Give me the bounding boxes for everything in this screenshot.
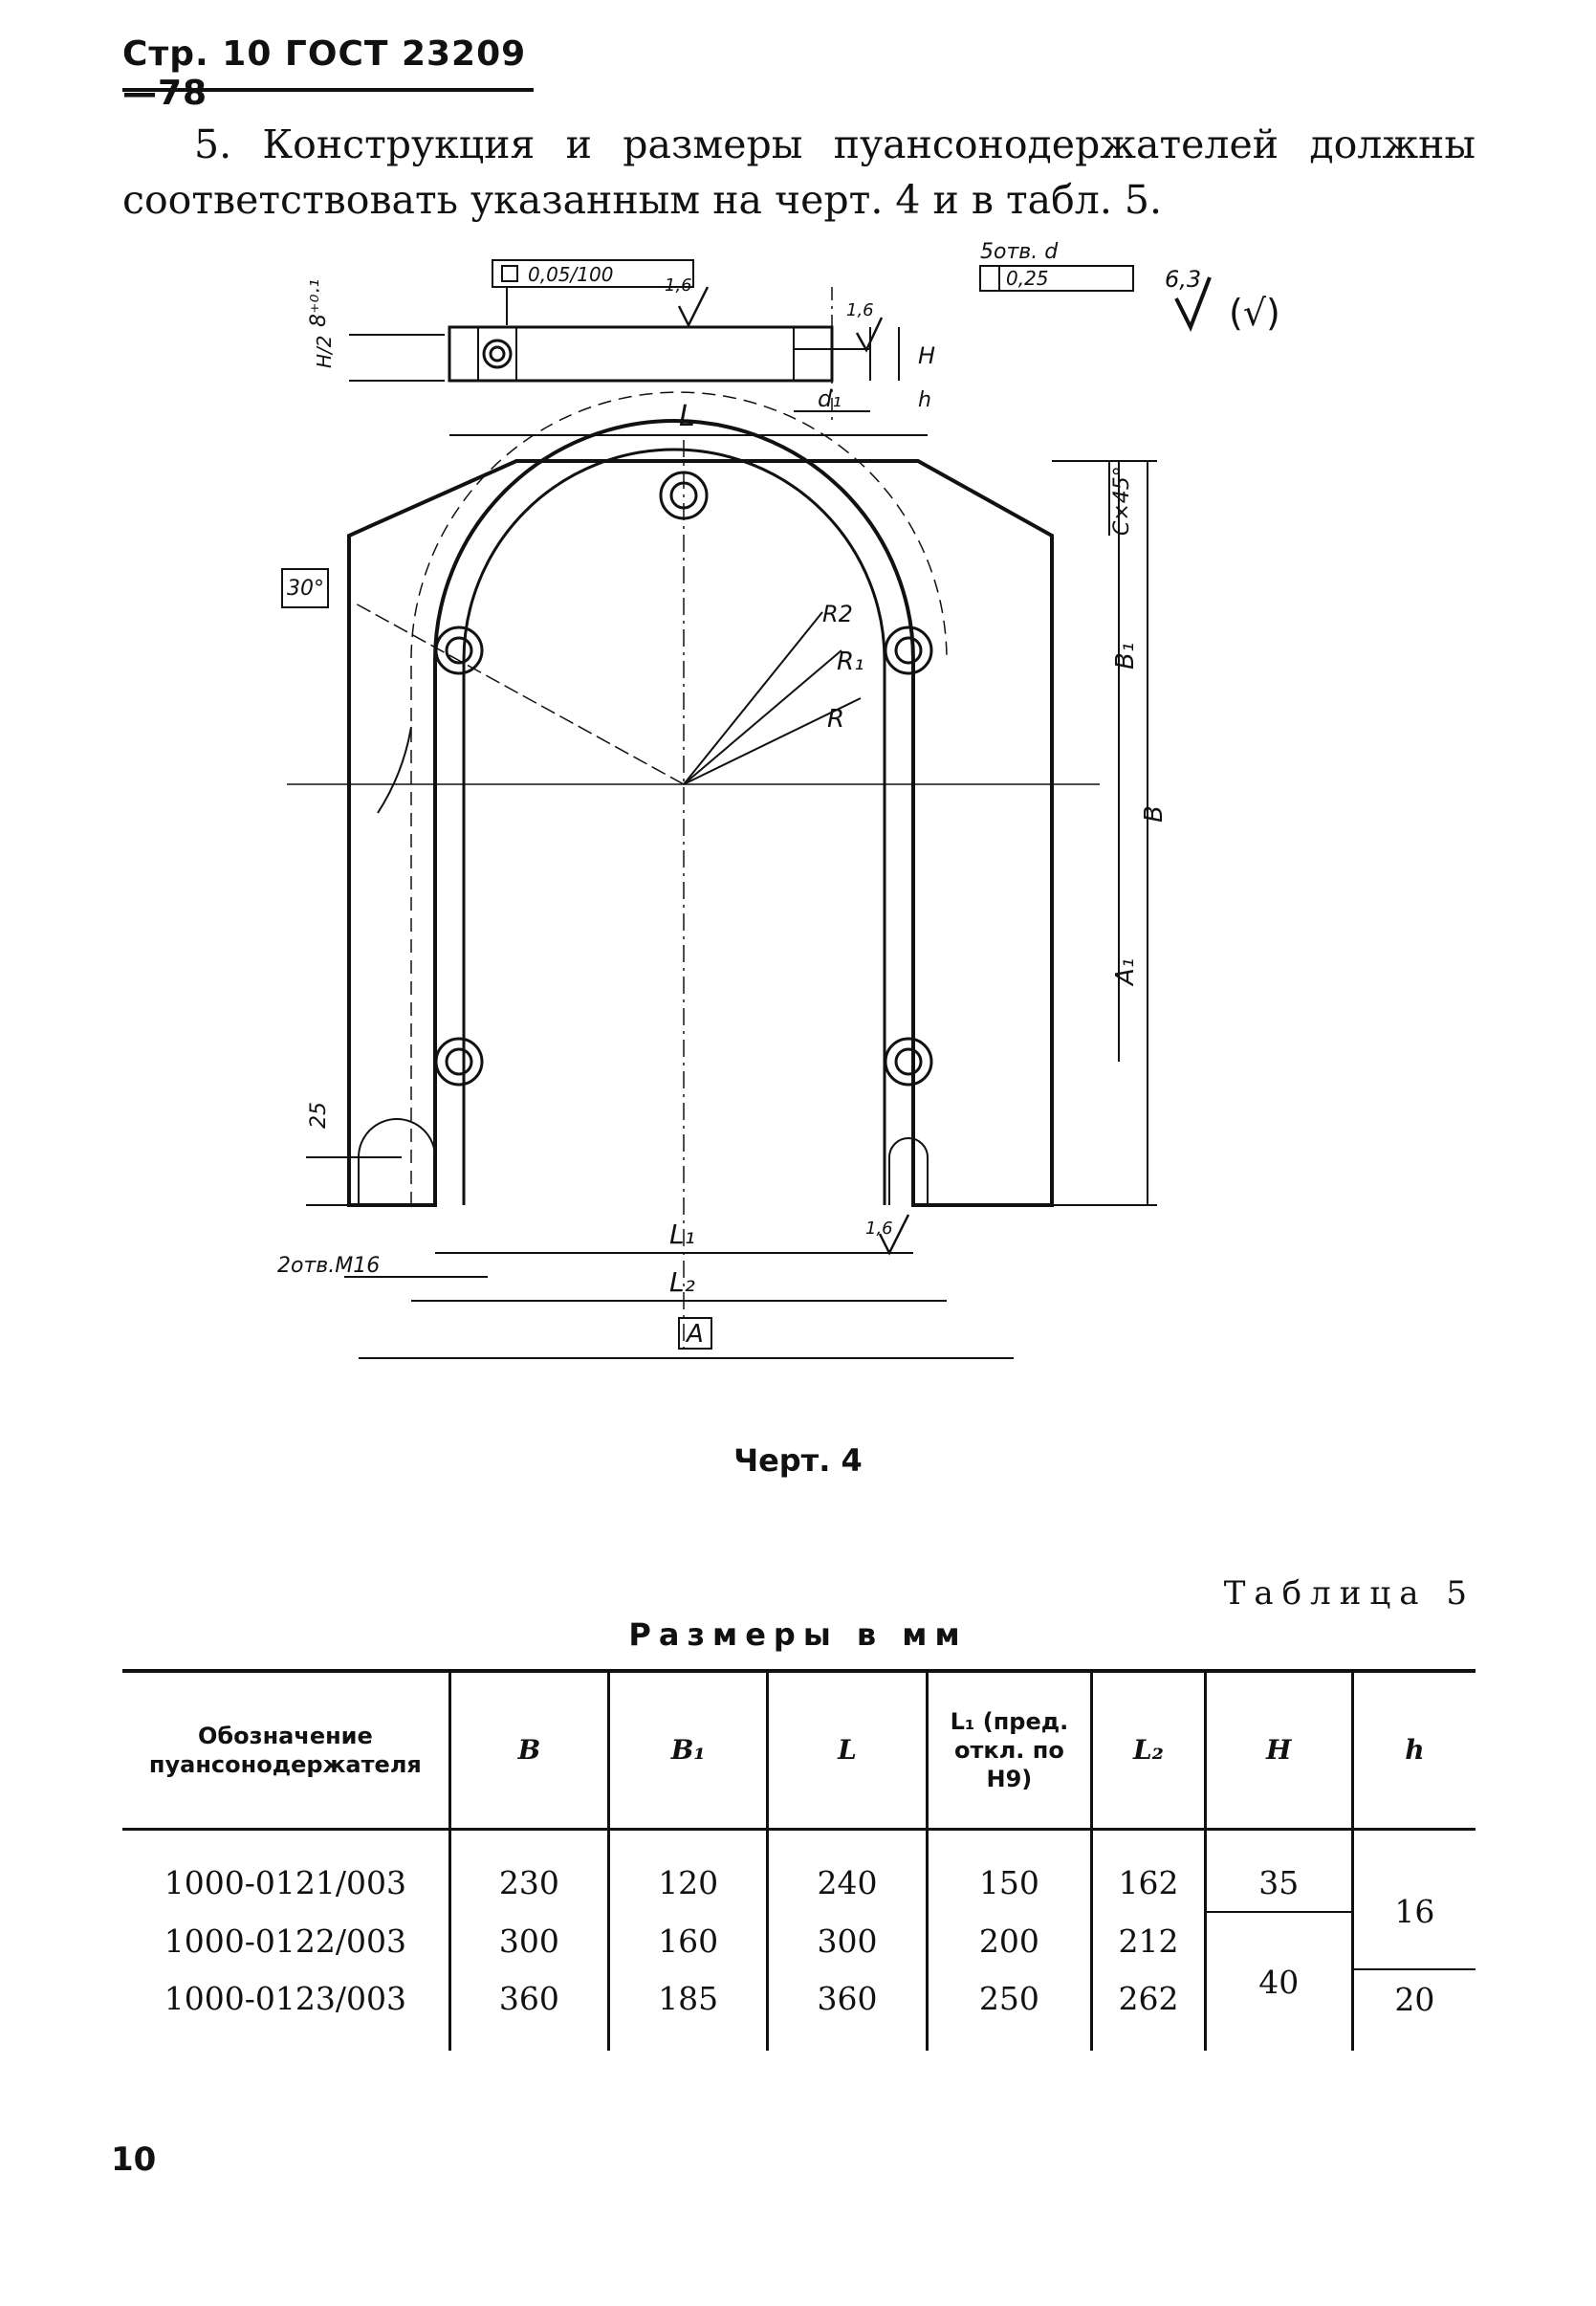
figure-caption: Черт. 4 [733,1442,863,1479]
roughness-fine-label-2: 1,6 [665,275,692,296]
roughness-fine-label-3: 1,6 [865,1219,893,1239]
dim-chamfer-label: C×45° [1110,466,1134,536]
cell-L1: 200 [925,1912,1092,1969]
dim-angle-label: 30° [287,577,324,601]
dim-25-label: 25 [307,1102,331,1129]
cell-designation: 1000-0123/003 [164,1980,406,2017]
cell-B1: 120 [607,1829,768,1912]
cell-L2: 212 [1090,1912,1206,1969]
col-header-L1: L₁ (пред. откл. по H9) [925,1669,1092,1831]
table-row: 1000-0123/003 360 185 360 250 262 20 [122,1968,1476,2051]
table-row: 1000-0122/003 300 160 300 200 212 40 [122,1911,1476,2051]
col-header-L: L [766,1669,928,1831]
table-header-row: Обозначение пуансонодержателя B B₁ L L₁ … [122,1669,1476,1831]
position-tolerance-frame: 5отв. d 0,25 [979,240,1134,292]
dim-L2-label: L₂ [669,1266,695,1298]
dim-R2-label: R2 [822,601,853,627]
col-header-B1: B₁ [607,1669,768,1831]
cell-L1: 150 [925,1829,1092,1912]
dim-R1-label: R₁ [837,648,864,676]
col-header-B: B [448,1669,609,1831]
cell-B1: 185 [607,1969,768,2051]
table-row: 1000-0121/003 230 120 240 150 162 35 16 [122,1829,1476,1969]
technical-drawing: 6,3 (√) 8⁺⁰·¹ H/2 d₁ L H h 1,6 0,05/100 … [277,240,1280,1359]
cell-L: 240 [766,1829,928,1912]
page-header: Стр. 10 ГОСТ 23209—78 [122,34,527,113]
col-header-h: h [1350,1669,1476,1831]
page-number: 10 [111,2141,157,2179]
dim-B1-label: B₁ [1111,643,1140,670]
roughness-general-label: 6,3 [1165,266,1201,293]
cell-L2: 262 [1090,1969,1206,2051]
cell-L: 300 [766,1912,928,1969]
cell-L1: 250 [925,1969,1092,2051]
side-view: 8⁺⁰·¹ H/2 d₁ L H h 1,6 [307,279,935,436]
cell-H: 35 [1203,1829,1353,1912]
cell-B: 300 [448,1912,609,1969]
dim-R-label: R [827,705,844,734]
cell-B1: 160 [607,1912,768,1969]
dim-d1-label: d₁ [818,385,842,412]
cell-H: 40 [1203,1911,1353,2051]
cell-designation: 1000-0121/003 [164,1864,406,1901]
col-header-L2: L₂ [1090,1669,1206,1831]
dim-H-label: H [918,342,935,369]
col-header-designation: Обозначение пуансонодержателя [122,1669,450,1831]
dim-B-label: B [1140,805,1169,823]
roughness-general-icon [1174,276,1212,332]
dim-A1-label: A₁ [1111,958,1140,987]
cell-B: 230 [448,1829,609,1912]
flatness-tolerance-frame: 0,05/100 [492,259,694,325]
cell-h: 16 [1350,1829,1476,1969]
holes-label: 5отв. d [980,240,1059,264]
dim-A-label: A [685,1320,704,1349]
dim-h-label: h [918,388,931,412]
body-paragraph: 5. Конструкция и размеры пуансонодержате… [122,121,1476,223]
dim-L1-label: L₁ [669,1219,695,1250]
flatness-tolerance-label: 0,05/100 [528,263,613,286]
dimensions-table: Обозначение пуансонодержателя B B₁ L L₁ … [122,1669,1476,2051]
table-subtitle: Размеры в мм [628,1616,968,1653]
cell-L: 360 [766,1969,928,2051]
thread-label: 2отв.М16 [277,1254,380,1278]
cell-h: 20 [1350,1968,1476,2051]
table-title: Таблица 5 [1223,1574,1476,1613]
cell-B: 360 [448,1969,609,2051]
dim-b-label: 8⁺⁰·¹ [307,279,331,327]
cell-L2: 162 [1090,1829,1206,1912]
cell-designation: 1000-0122/003 [164,1922,406,1960]
dim-h-half-label: H/2 [313,335,336,368]
plan-view: R2 R₁ R 30° C×45° B₁ B A₁ 25 2отв.М16 L₁… [277,391,1169,1359]
dim-l-label: L [679,400,695,433]
col-header-H: H [1203,1669,1353,1831]
roughness-fine-label-1: 1,6 [846,300,874,320]
position-tolerance-label: 0,25 [1006,267,1049,290]
header-rule [122,88,534,92]
roughness-other-label: (√) [1229,292,1280,334]
